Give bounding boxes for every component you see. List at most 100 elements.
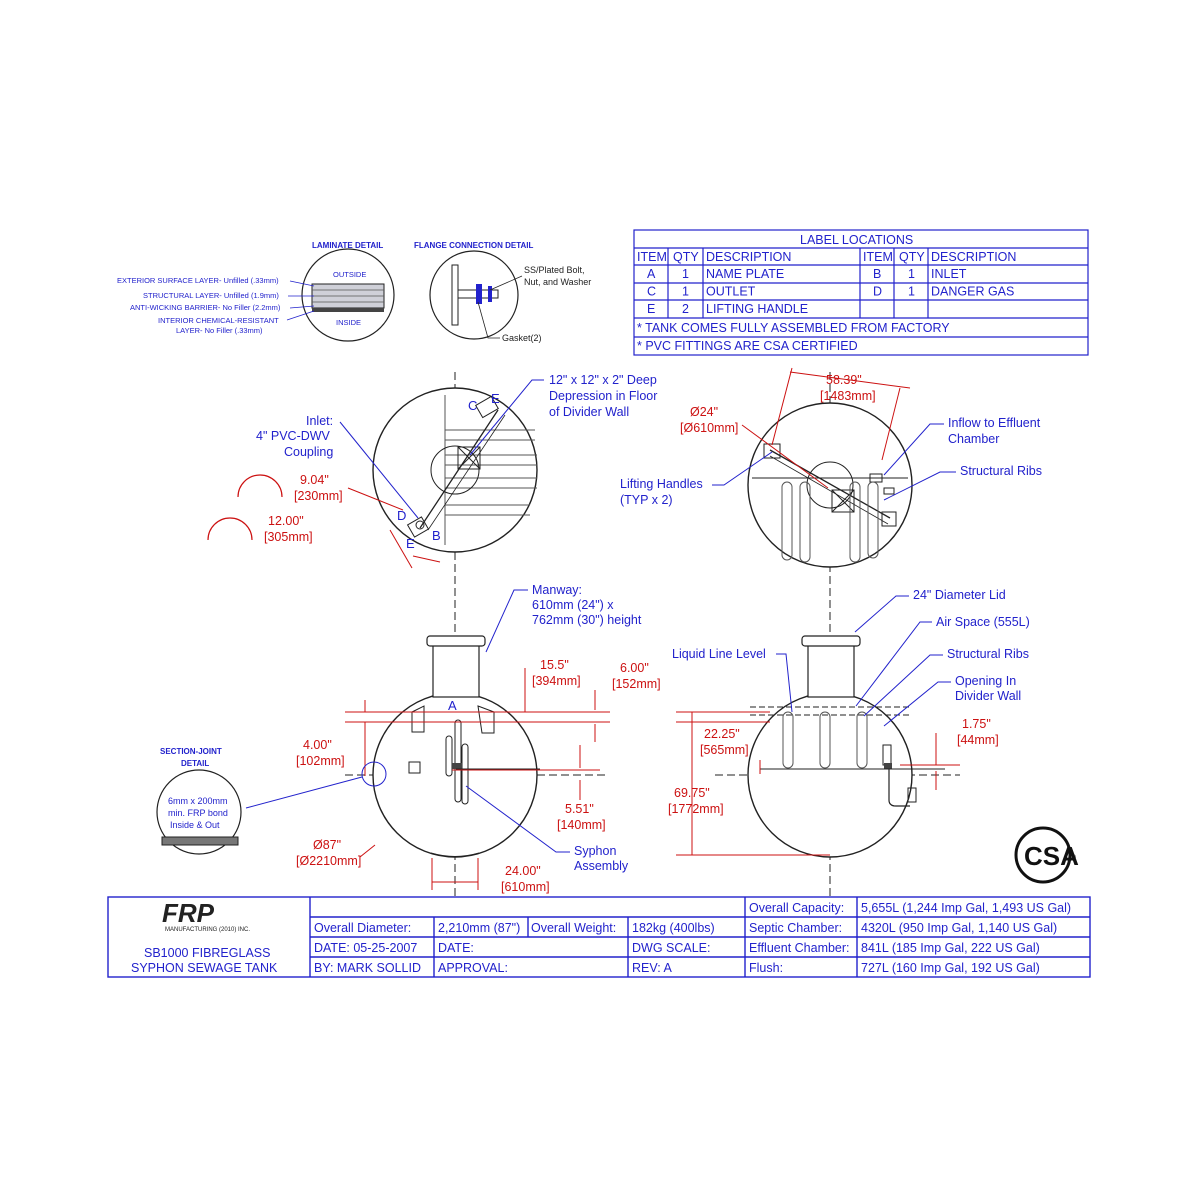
- label-table-cell: OUTLET: [706, 285, 756, 299]
- title-block-text: FRP MANUFACTURING (2010) INC. SB1000 FIB…: [131, 898, 1071, 975]
- dim-610mm: [610mm]: [501, 880, 550, 894]
- air-space-callout: Air Space (555L): [936, 615, 1030, 629]
- label-table-header: ITEM: [637, 250, 667, 264]
- label-table-cell: NAME PLATE: [706, 267, 784, 281]
- dim-9-04: 9.04": [300, 473, 329, 487]
- label-table-title: LABEL LOCATIONS: [800, 233, 913, 247]
- dim-15-5: 15.5": [540, 658, 569, 672]
- frp-logo-subtitle: MANUFACTURING (2010) INC.: [165, 927, 250, 933]
- overall-diameter-value: 2,210mm (87"): [438, 921, 520, 935]
- label-c-marker: C: [468, 398, 477, 413]
- flange-connection-detail: FLANGE CONNECTION DETAIL SS/Plated Bolt,…: [414, 241, 591, 343]
- approval-field: APPROVAL:: [438, 961, 508, 975]
- dim-394mm: [394mm]: [532, 674, 581, 688]
- overall-weight-value: 182kg (400lbs): [632, 921, 715, 935]
- manway-callout-1: Manway:: [532, 583, 582, 597]
- top-view-right: [747, 402, 913, 568]
- label-table-header: QTY: [673, 250, 699, 264]
- laminate-layer-1: EXTERIOR SURFACE LAYER- Unfilled (.33mm): [117, 276, 279, 285]
- laminate-layer-2: STRUCTURAL LAYER- Unfilled (1.9mm): [143, 291, 279, 300]
- section-joint-note-1: 6mm x 200mm: [168, 796, 228, 806]
- inlet-callout-3: Coupling: [284, 445, 333, 459]
- flange-gasket-label: Gasket(2): [502, 333, 542, 343]
- capacity-value: 841L (185 Imp Gal, 222 US Gal): [861, 941, 1040, 955]
- laminate-inside-label: INSIDE: [336, 318, 361, 327]
- manway-callout-3: 762mm (30") height: [532, 613, 642, 627]
- flange-bolt-label-2: Nut, and Washer: [524, 277, 591, 287]
- csa-mark-text: CSA: [1024, 841, 1079, 871]
- dim-565mm: [565mm]: [700, 743, 749, 757]
- laminate-layer-4: INTERIOR CHEMICAL-RESISTANT: [158, 316, 279, 325]
- depression-callout-3: of Divider Wall: [549, 405, 629, 419]
- label-table-cell: E: [647, 302, 655, 316]
- label-table-note-2: * PVC FITTINGS ARE CSA CERTIFIED: [637, 339, 858, 353]
- capacity-value: 4320L (950 Imp Gal, 1,140 US Gal): [861, 921, 1057, 935]
- opening-callout-2: Divider Wall: [955, 689, 1021, 703]
- label-d-marker: D: [397, 508, 406, 523]
- liquid-line-callout: Liquid Line Level: [672, 647, 766, 661]
- dim-44mm: [44mm]: [957, 733, 999, 747]
- side-view-left: [372, 635, 540, 858]
- manway-callout-2: 610mm (24") x: [532, 598, 614, 612]
- frp-logo: FRP: [162, 898, 215, 928]
- label-table-cell: C: [647, 285, 656, 299]
- dim-140mm: [140mm]: [557, 818, 606, 832]
- capacity-label: Overall Capacity:: [749, 901, 844, 915]
- lifting-callout-1: Lifting Handles: [620, 477, 703, 491]
- csa-certification-mark: CSA ®: [1014, 826, 1079, 884]
- dim-dia-610mm: [Ø610mm]: [680, 421, 738, 435]
- capacity-value: 727L (160 Imp Gal, 192 US Gal): [861, 961, 1040, 975]
- laminate-detail-title: LAMINATE DETAIL: [312, 241, 383, 250]
- label-table-cell: 1: [682, 267, 689, 281]
- laminate-layer-5: LAYER- No Filler (.33mm): [176, 326, 263, 335]
- dim-305mm: [305mm]: [264, 530, 313, 544]
- label-e-marker-top: E: [491, 391, 500, 406]
- label-a-marker: A: [448, 698, 457, 713]
- dim-5-51: 5.51": [565, 802, 594, 816]
- flange-bolt-label-1: SS/Plated Bolt,: [524, 265, 585, 275]
- ribs-top-callout: Structural Ribs: [960, 464, 1042, 478]
- top-view-left: [372, 387, 538, 553]
- section-joint-title-1: SECTION-JOINT: [160, 747, 222, 756]
- drawn-by-field: BY: MARK SOLLID: [314, 961, 421, 975]
- label-table-cell: INLET: [931, 267, 967, 281]
- capacity-label: Flush:: [749, 961, 783, 975]
- label-table-cell: D: [873, 285, 882, 299]
- dim-1483mm: [1483mm]: [820, 389, 876, 403]
- label-table-cell: 1: [908, 267, 915, 281]
- lifting-callout-2: (TYP x 2): [620, 493, 673, 507]
- label-table-cell: LIFTING HANDLE: [706, 302, 808, 316]
- label-table-note-1: * TANK COMES FULLY ASSEMBLED FROM FACTOR…: [637, 321, 950, 335]
- title-block-frame: [107, 896, 1091, 978]
- dim-102mm: [102mm]: [296, 754, 345, 768]
- dim-dia-24: Ø24": [690, 405, 718, 419]
- label-table-header: ITEM: [863, 250, 893, 264]
- side-view-right: [747, 635, 945, 858]
- label-table-cell: 1: [908, 285, 915, 299]
- dim-22-25: 22.25": [704, 727, 740, 741]
- label-table-cell: 2: [682, 302, 689, 316]
- dim-1-75: 1.75": [962, 717, 991, 731]
- dim-152mm: [152mm]: [612, 677, 661, 691]
- flange-detail-title: FLANGE CONNECTION DETAIL: [414, 241, 534, 250]
- dim-230mm: [230mm]: [294, 489, 343, 503]
- section-joint-note-2: min. FRP bond: [168, 808, 228, 818]
- laminate-layer-3: ANTI-WICKING BARRIER- No Filler (2.2mm): [130, 303, 281, 312]
- svg-text:®: ®: [1070, 853, 1076, 862]
- dim-6-00: 6.00": [620, 661, 649, 675]
- inflow-callout-2: Chamber: [948, 432, 999, 446]
- label-table-cell: B: [873, 267, 881, 281]
- syphon-callout-2: Assembly: [574, 859, 629, 873]
- label-table-header: DESCRIPTION: [931, 250, 1016, 264]
- lid-callout: 24" Diameter Lid: [913, 588, 1006, 602]
- label-table-cell: DANGER GAS: [931, 285, 1014, 299]
- label-b-marker: B: [432, 528, 441, 543]
- capacity-value: 5,655L (1,244 Imp Gal, 1,493 US Gal): [861, 901, 1071, 915]
- laminate-detail: LAMINATE DETAIL OUTSIDE INSIDE EXTERIOR …: [117, 241, 395, 342]
- section-joint-note-3: Inside & Out: [170, 820, 220, 830]
- dim-dia-2210mm: [Ø2210mm]: [296, 854, 361, 868]
- date2-field: DATE:: [438, 941, 474, 955]
- label-table-cell: A: [647, 267, 656, 281]
- product-name-line-2: SYPHON SEWAGE TANK: [131, 961, 278, 975]
